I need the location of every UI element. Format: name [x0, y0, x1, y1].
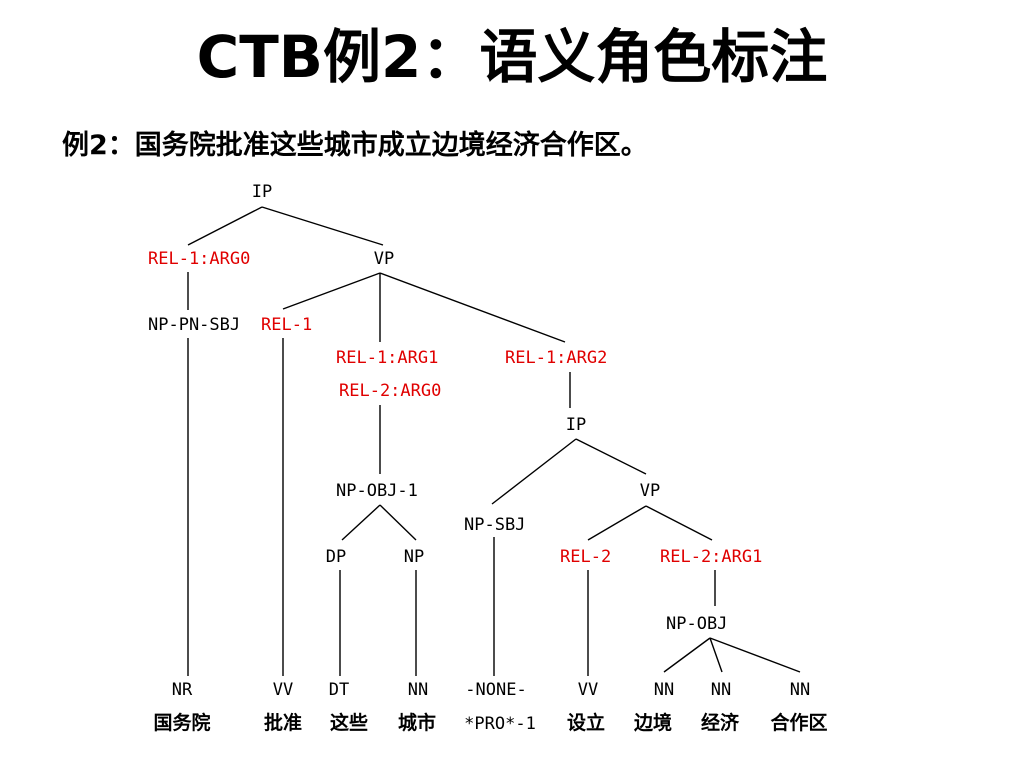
leaf-word: *PRO*-1: [464, 714, 536, 734]
node-ip-sub: IP: [566, 415, 586, 435]
pos-tag: NR: [172, 680, 193, 700]
node-vp-main: VP: [374, 249, 394, 269]
edge: [341, 504, 381, 541]
edge: [709, 637, 801, 673]
node-np-sbj: NP-SBJ: [464, 515, 525, 535]
example-sentence: 例2：国务院批准这些城市成立边境经济合作区。: [62, 130, 648, 161]
node-vp-sub: VP: [640, 481, 660, 501]
leaf-word: 这些: [330, 711, 368, 734]
node-rel1-arg2: REL-1:ARG2: [505, 348, 607, 368]
leaf-word: 国务院: [153, 711, 210, 734]
edge: [491, 438, 577, 505]
pos-tag: DT: [329, 680, 349, 700]
node-rel2: REL-2: [560, 547, 611, 567]
edge: [663, 637, 711, 673]
node-np: NP: [404, 547, 424, 567]
leaf-word: 设立: [567, 711, 605, 734]
pos-tag: NN: [790, 680, 810, 700]
node-dp: DP: [326, 547, 346, 567]
pos-tags: NR VV DT NN -NONE- VV NN NN NN: [172, 680, 810, 700]
leaf-word: 经济: [701, 711, 740, 734]
node-np-obj-1: NP-OBJ-1: [336, 481, 418, 501]
edge: [187, 206, 263, 246]
pos-tag: -NONE-: [465, 680, 526, 700]
edge: [575, 438, 647, 475]
node-rel1-arg1: REL-1:ARG1: [336, 348, 438, 368]
slide-title: CTB例2：语义角色标注: [196, 23, 828, 91]
tree-edges: [187, 206, 801, 676]
edge: [709, 637, 723, 673]
edge: [379, 504, 417, 541]
pos-tag: VV: [273, 680, 293, 700]
pos-tag: VV: [578, 680, 598, 700]
tree-nodes: IP REL-1:ARG0 VP NP-PN-SBJ REL-1 REL-1:A…: [148, 182, 762, 634]
leaf-word: 合作区: [770, 711, 827, 734]
node-ip-root: IP: [252, 182, 272, 202]
node-np-obj: NP-OBJ: [666, 614, 727, 634]
node-np-pn-sbj: NP-PN-SBJ: [148, 315, 240, 335]
edge: [261, 206, 384, 246]
leaf-word: 边境: [633, 711, 672, 734]
pos-tag: NN: [408, 680, 428, 700]
pos-tag: NN: [654, 680, 674, 700]
leaf-word: 城市: [398, 711, 436, 734]
node-rel2-arg0: REL-2:ARG0: [339, 381, 441, 401]
edge: [645, 505, 713, 541]
edge: [379, 272, 566, 343]
leaf-word: 批准: [264, 712, 302, 734]
node-rel2-arg1: REL-2:ARG1: [660, 547, 762, 567]
edge: [587, 505, 647, 541]
node-rel1-arg0: REL-1:ARG0: [148, 249, 250, 269]
leaf-words: 国务院 批准 这些 城市 *PRO*-1 设立 边境 经济 合作区: [153, 711, 827, 734]
pos-tag: NN: [711, 680, 731, 700]
edge: [282, 272, 381, 310]
node-rel1: REL-1: [261, 315, 312, 335]
